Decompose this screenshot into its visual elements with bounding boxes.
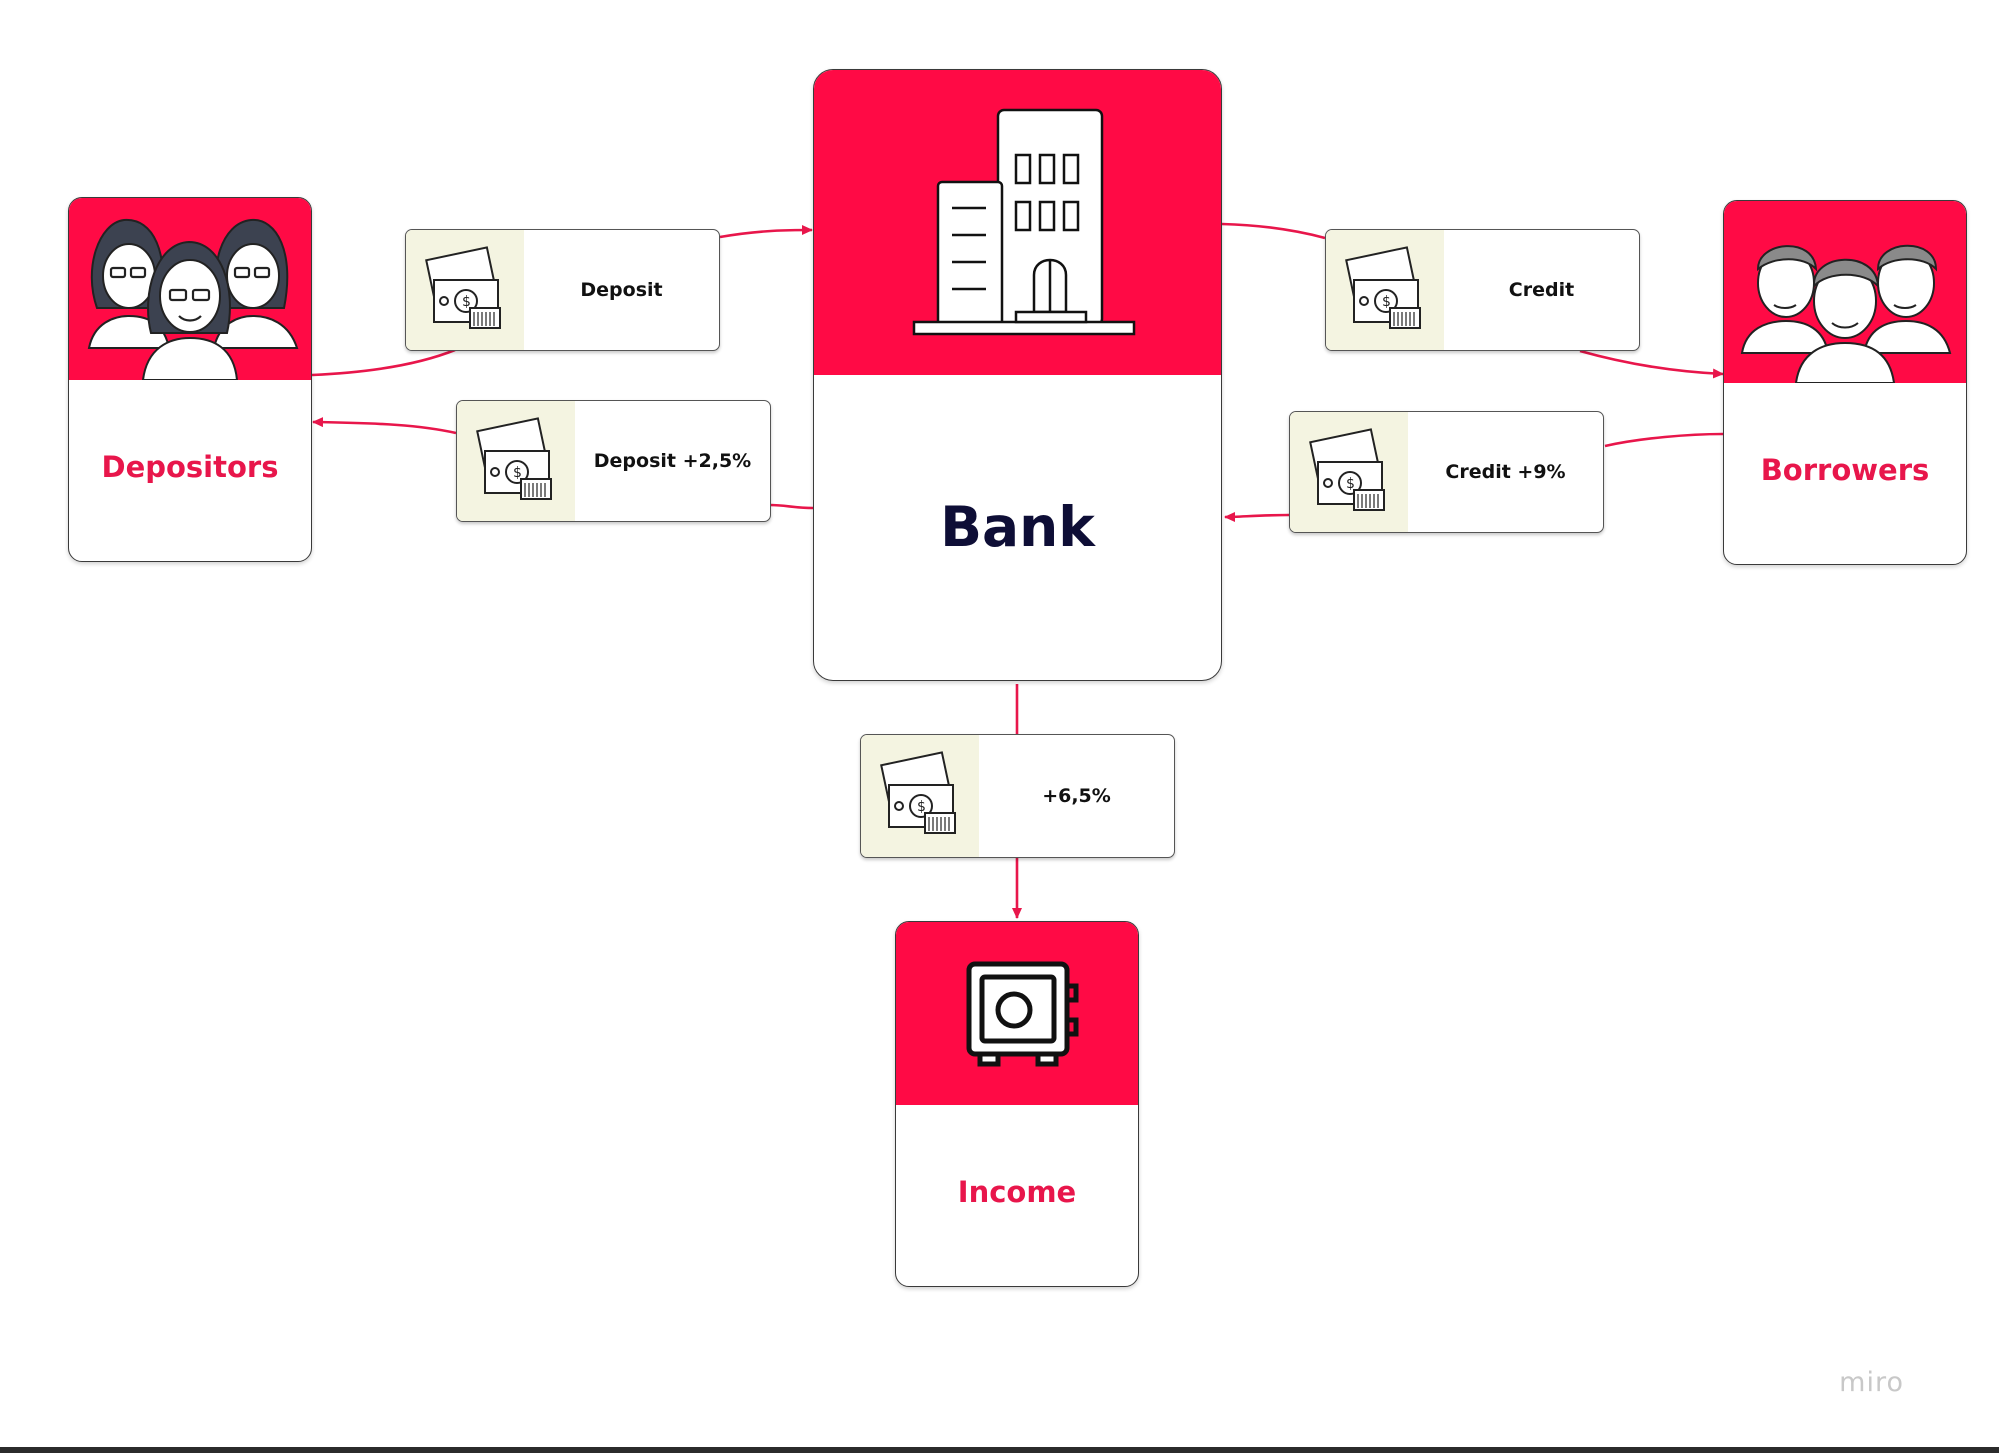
arrow-bank-to-borrowers [1221, 222, 1723, 374]
income-label: Income [957, 1175, 1077, 1209]
money-icon-box: $ [457, 401, 575, 521]
margin-flow-label[interactable]: $ +6,5% [860, 734, 1175, 858]
money-icon: $ [425, 246, 501, 329]
margin-label: +6,5% [1042, 785, 1111, 807]
borrowers-label: Borrowers [1760, 453, 1930, 487]
arrow-bank-to-depositors [313, 422, 814, 510]
credit-label: Credit [1508, 279, 1575, 301]
bank-header [814, 70, 1221, 375]
depositors-card[interactable]: Depositors [68, 197, 312, 562]
money-icon-box: $ [1290, 412, 1408, 532]
money-icon-box: $ [861, 735, 979, 857]
borrowers-card[interactable]: Borrowers [1723, 200, 1967, 565]
deposit-return-flow-label[interactable]: $ Deposit +2,5% [456, 400, 771, 522]
miro-watermark: miro [1839, 1367, 1904, 1398]
bank-label: Bank [940, 495, 1095, 559]
bank-card[interactable]: Bank [813, 69, 1222, 681]
deposit-return-label: Deposit +2,5% [593, 450, 752, 472]
arrow-depositors-to-bank [311, 230, 812, 377]
svg-text:$: $ [462, 294, 471, 310]
depositors-header [69, 198, 311, 381]
svg-text:$: $ [1382, 294, 1391, 310]
deposit-flow-label[interactable]: $ Deposit [405, 229, 720, 351]
money-icon: $ [880, 751, 956, 834]
deposit-label: Deposit [580, 279, 663, 301]
svg-text:$: $ [917, 799, 926, 815]
money-icon: $ [1345, 246, 1421, 329]
svg-text:$: $ [1346, 476, 1355, 492]
depositors-label: Depositors [101, 450, 279, 484]
arrow-borrowers-to-bank [1225, 432, 1724, 517]
income-card[interactable]: Income [895, 921, 1139, 1287]
credit-return-flow-label[interactable]: $ Credit +9% [1289, 411, 1604, 533]
canvas-bottom-border [0, 1447, 1999, 1453]
income-header [896, 922, 1138, 1105]
svg-text:$: $ [513, 465, 522, 481]
money-icon-box: $ [406, 230, 524, 350]
borrowers-icon [1740, 244, 1952, 384]
money-icon: $ [476, 417, 552, 500]
credit-flow-label[interactable]: $ Credit [1325, 229, 1640, 351]
credit-return-label: Credit +9% [1445, 461, 1566, 483]
borrowers-header [1724, 201, 1966, 384]
money-icon-box: $ [1326, 230, 1444, 350]
safe-icon [966, 961, 1079, 1067]
bank-building-icon [912, 108, 1136, 336]
money-icon: $ [1309, 428, 1385, 511]
depositors-icon [87, 218, 299, 381]
